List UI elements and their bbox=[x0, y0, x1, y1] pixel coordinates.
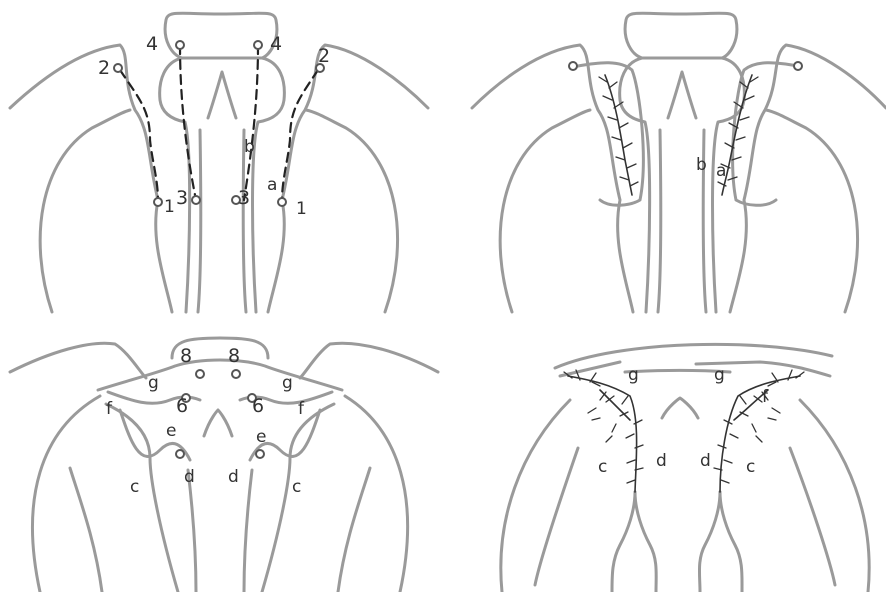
outline-bottom-left bbox=[10, 338, 438, 592]
label-f-right: f bbox=[298, 399, 305, 419]
label-d-right: d bbox=[228, 467, 239, 487]
outline-top-right bbox=[472, 13, 886, 312]
label-f-left: f bbox=[106, 399, 113, 419]
label-1-right: 1 bbox=[296, 199, 307, 219]
panel-bottom-right: g g f c d d c bbox=[501, 344, 869, 592]
label-6-left: 6 bbox=[176, 395, 188, 417]
label-g-right: g bbox=[282, 373, 293, 393]
label-b-tr: b bbox=[696, 155, 707, 175]
label-4-left: 4 bbox=[146, 33, 158, 55]
label-c-left: c bbox=[130, 477, 139, 497]
label-d-left: d bbox=[184, 467, 195, 487]
outline-top-left bbox=[10, 13, 428, 312]
label-2-right: 2 bbox=[318, 45, 330, 67]
marker-top-right-left bbox=[569, 62, 577, 70]
label-g-br-right: g bbox=[714, 365, 725, 385]
label-b: b bbox=[244, 137, 255, 157]
label-a-tr: a bbox=[716, 161, 726, 181]
label-d-br-left: d bbox=[656, 451, 667, 471]
label-e-left: e bbox=[166, 421, 176, 441]
label-c-right: c bbox=[292, 477, 301, 497]
panel-top-right: b a bbox=[472, 13, 886, 312]
label-2-left: 2 bbox=[98, 57, 110, 79]
label-3-right: 3 bbox=[238, 187, 250, 209]
label-1-left: 1 bbox=[164, 197, 175, 217]
markers-top-left bbox=[114, 41, 324, 206]
panel-top-left: 1 1 2 2 3 3 4 4 a b bbox=[10, 13, 428, 312]
label-d-br-right: d bbox=[700, 451, 711, 471]
label-8-right: 8 bbox=[228, 345, 240, 367]
label-e-right: e bbox=[256, 427, 266, 447]
outline-bottom-right bbox=[501, 344, 869, 592]
marker-top-right-right bbox=[794, 62, 802, 70]
label-g-left: g bbox=[148, 373, 159, 393]
label-a: a bbox=[267, 175, 277, 195]
label-f-br: f bbox=[762, 387, 769, 407]
label-8-left: 8 bbox=[180, 345, 192, 367]
label-4-right: 4 bbox=[270, 33, 282, 55]
label-6-right: 6 bbox=[252, 395, 264, 417]
label-3-left: 3 bbox=[176, 187, 188, 209]
panel-bottom-left: 8 8 g g 6 6 f f e e d d c c bbox=[10, 338, 438, 592]
label-c-br-left: c bbox=[598, 457, 607, 477]
label-g-br-left: g bbox=[628, 365, 639, 385]
label-c-br-right: c bbox=[746, 457, 755, 477]
